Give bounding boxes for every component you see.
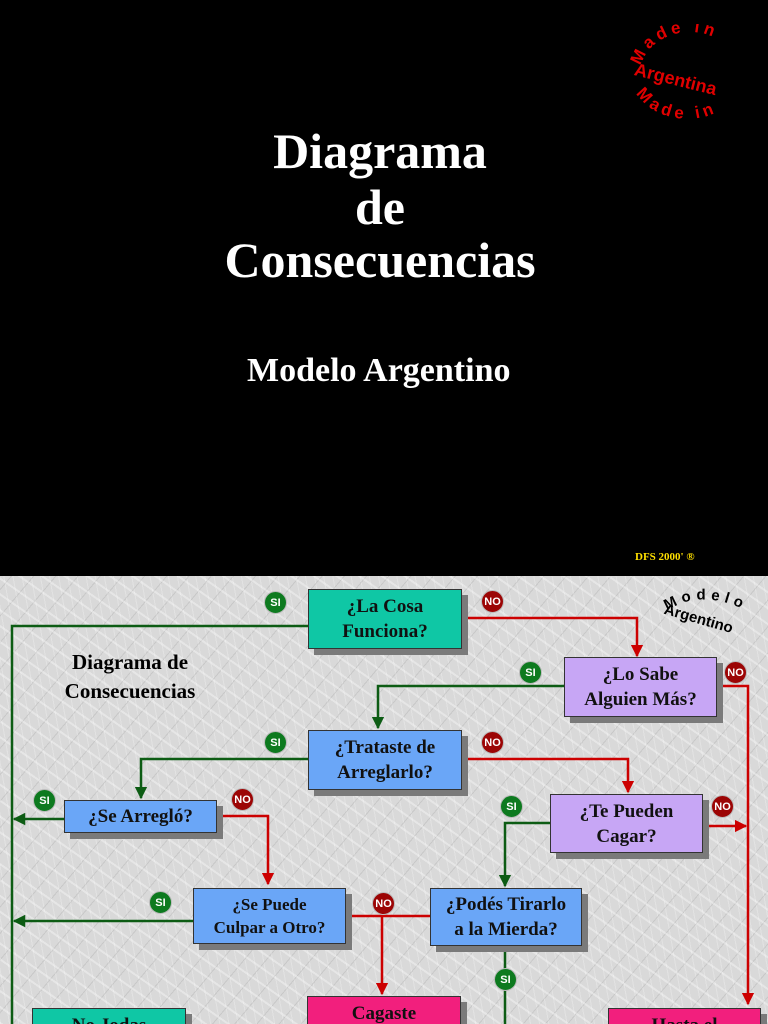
no-badge-cosa: NO [481, 590, 504, 613]
modelo-argentino-badge: Modelo Argentino [661, 586, 746, 637]
yes-badge-cagar: SI [500, 795, 523, 818]
flowchart-connectors [10, 616, 755, 1024]
no-line-trataste [462, 757, 635, 794]
yes-badge-cosa: SI [264, 591, 287, 614]
yes-line-trataste [134, 757, 308, 800]
no-badge-culpar: NO [372, 892, 395, 915]
flowchart-slide: Modelo Argentino Diagrama de Consecuenci… [0, 576, 768, 1024]
node-hasta-el: Hasta el [608, 1008, 761, 1024]
no-line-arreglo [217, 814, 275, 886]
no-line-cosa [462, 616, 644, 658]
no-line-sabe [717, 684, 755, 1006]
no-badge-sabe: NO [724, 661, 747, 684]
no-badge-trataste: NO [481, 731, 504, 754]
yes-line-cosa [10, 624, 308, 1024]
node-no-jodas: No Jodas [32, 1008, 186, 1024]
diagram-side-label: Diagrama de Consecuencias [64, 650, 196, 703]
yes-badge-arreglo: SI [33, 789, 56, 812]
yes-line-sabe [371, 684, 564, 730]
yes-badge-culpar: SI [149, 891, 172, 914]
title-line-2: de [355, 179, 405, 235]
title-line-3: Consecuencias [224, 232, 536, 288]
no-badge-cagar: NO [711, 795, 734, 818]
badge-inner-text: Argentino [662, 601, 735, 637]
credit-text: DFS 2000' ® [635, 551, 695, 563]
subtitle: Modelo Argentino [247, 352, 511, 389]
node-se-arreglo: ¿Se Arregló? [64, 800, 217, 833]
yes-badge-trataste: SI [264, 731, 287, 754]
node-cagaste: Cagaste [307, 996, 461, 1024]
title-slide: Diagrama de Consecuencias Modelo Argenti… [224, 24, 720, 563]
title-line-1: Diagrama [273, 123, 487, 179]
yes-badge-sabe: SI [519, 661, 542, 684]
yes-line-cagar [498, 821, 550, 888]
made-in-argentina-stamp: Made in Argentina Made in [627, 24, 720, 123]
yes-badge-tirarlo: SI [494, 968, 517, 991]
no-badge-arreglo: NO [231, 788, 254, 811]
